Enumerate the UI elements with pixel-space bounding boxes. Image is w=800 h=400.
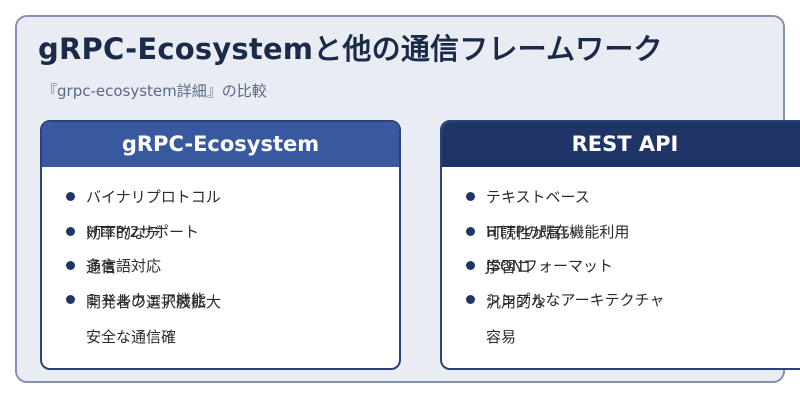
grpc-benefit-item: 安全な通信確 bbox=[86, 328, 177, 346]
grpc-benefit-item: 開発者の選択肢拡大 bbox=[86, 293, 222, 311]
rest-benefit-item: 学習コ bbox=[486, 258, 532, 276]
page-subtitle: 『grpc-ecosystem詳細』の比較 bbox=[42, 82, 267, 100]
grpc-feature-item: 多言語対応 bbox=[65, 257, 162, 275]
grpc-ecosystem-card: gRPC-Ecosystem バイナリプロトコル HTTP/2サポート 多言語対… bbox=[40, 120, 401, 370]
rest-api-card-body: テキストベース HTTPの既存機能利用 JSONフォーマット シンプルなアーキテ… bbox=[442, 167, 800, 367]
grpc-benefit-item: 通信 bbox=[86, 258, 117, 276]
rest-benefit-item: 容易 bbox=[486, 328, 517, 346]
grpc-ecosystem-card-title: gRPC-Ecosystem bbox=[42, 122, 399, 167]
page-title: gRPC-Ecosystemと他の通信フレームワーク bbox=[38, 32, 663, 66]
rest-api-card: REST API テキストベース HTTPの既存機能利用 JSONフォーマット … bbox=[440, 120, 800, 370]
rest-feature-item: シンプルなアーキテクチャ bbox=[466, 291, 665, 309]
rest-api-card-title: REST API bbox=[442, 122, 800, 167]
rest-feature-item: JSONフォーマット bbox=[466, 257, 613, 275]
grpc-feature-item: バイナリプロトコル bbox=[66, 188, 221, 206]
grpc-feature-item: ミドルウェア機能 bbox=[65, 291, 207, 309]
rest-benefit-item: 可読性が高い bbox=[486, 224, 577, 242]
grpc-feature-item: HTTP/2サポート bbox=[66, 223, 199, 241]
grpc-ecosystem-card-body: バイナリプロトコル HTTP/2サポート 多言語対応 ミドルウェア機能 効率的な… bbox=[42, 167, 399, 367]
grpc-benefit-item: 効率的なデ bbox=[86, 224, 162, 242]
rest-feature-item: テキストベース bbox=[466, 188, 590, 206]
rest-feature-item: HTTPの既存機能利用 bbox=[465, 223, 630, 241]
rest-benefit-item: 汎用的な bbox=[486, 293, 547, 311]
